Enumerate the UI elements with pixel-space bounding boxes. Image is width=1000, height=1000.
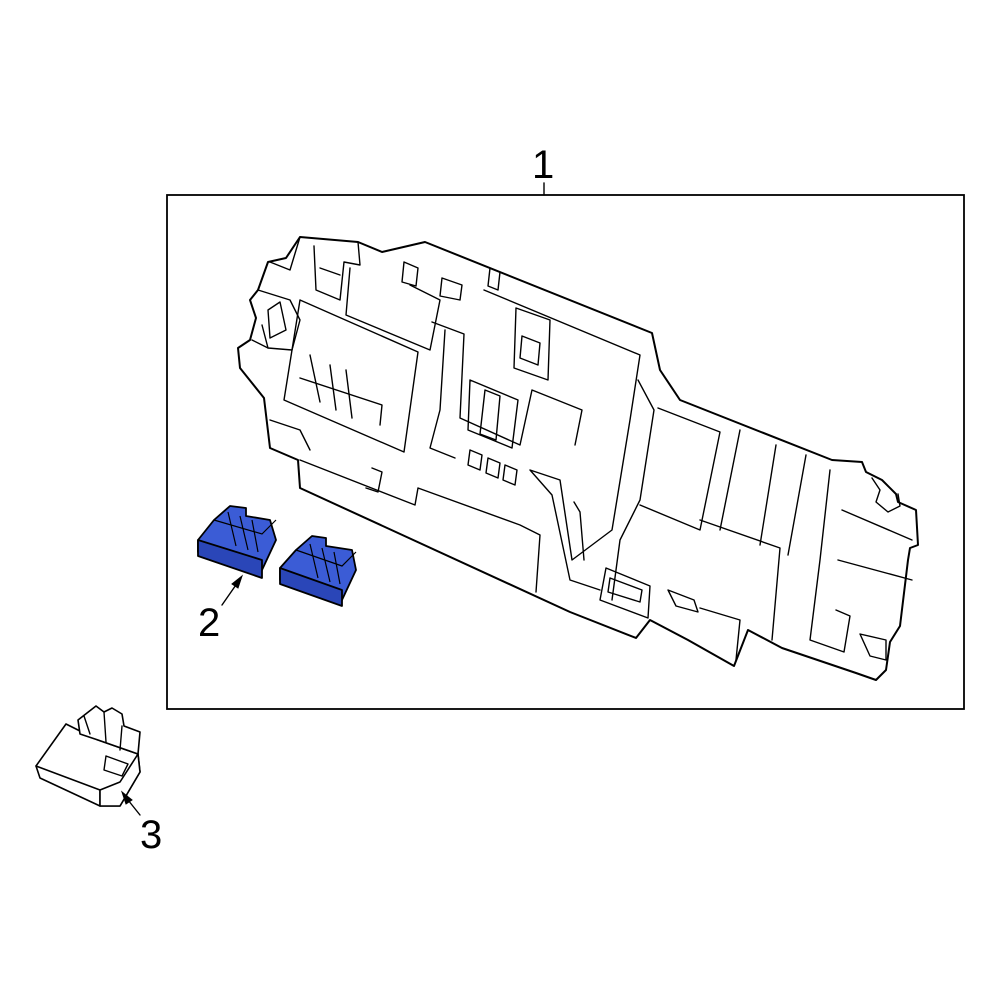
callout-2-arrow-icon [231,574,244,589]
fuse-box-part-1 [237,236,919,681]
relay-part-2-left [197,505,277,579]
part-1-frame [166,194,965,710]
relay-part-2-right [279,535,357,607]
callout-3-label: 3 [140,813,162,857]
relay-part-3 [35,705,141,807]
callout-3-arrow-icon [120,790,133,805]
callout-3-leader [127,799,141,816]
callout-1-label: 1 [532,143,554,187]
callout-2-label: 2 [198,601,220,645]
